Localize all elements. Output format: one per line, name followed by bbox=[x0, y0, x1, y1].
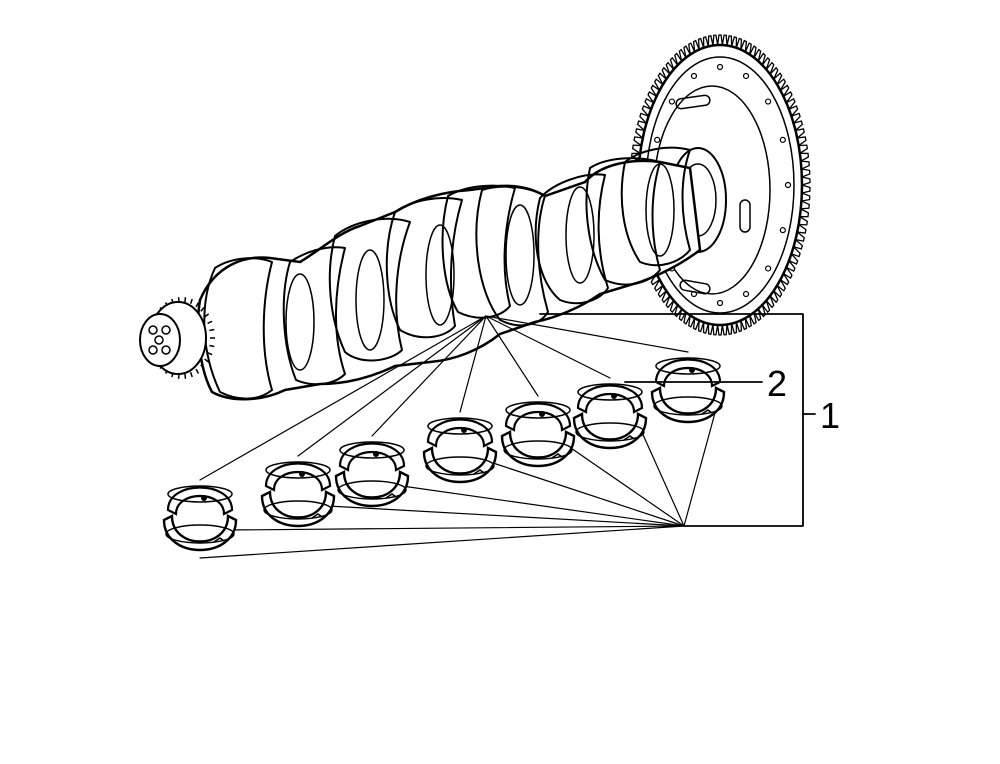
gear-tooth bbox=[735, 320, 743, 333]
leader-line bbox=[401, 485, 685, 527]
gear-tooth bbox=[707, 35, 714, 47]
gear-tooth bbox=[204, 313, 210, 318]
gear-tooth bbox=[712, 34, 719, 46]
gear-tooth bbox=[721, 34, 728, 46]
bolt-hole bbox=[742, 290, 750, 298]
leader-line bbox=[485, 315, 689, 353]
gear-tooth bbox=[200, 364, 205, 369]
bearing-shell bbox=[162, 485, 238, 552]
gear-tooth bbox=[726, 35, 733, 47]
gear-tooth bbox=[184, 373, 187, 379]
gear-tooth bbox=[800, 200, 810, 210]
leader-line bbox=[297, 315, 487, 457]
bearing-shell bbox=[422, 417, 498, 484]
callout-label-2: 2 bbox=[767, 363, 787, 404]
leader-line bbox=[639, 427, 685, 527]
leader-lines bbox=[199, 315, 719, 559]
leader-line bbox=[229, 525, 685, 531]
bolt-hole bbox=[742, 72, 750, 80]
gear-tooth bbox=[200, 307, 205, 312]
bolt-hole bbox=[779, 227, 786, 234]
gear-tooth bbox=[189, 372, 193, 378]
leader-line bbox=[489, 461, 685, 527]
leader-line bbox=[683, 401, 719, 527]
gear-tooth bbox=[721, 324, 728, 336]
crankshaft bbox=[139, 146, 702, 401]
gear-tooth bbox=[712, 324, 719, 336]
gear-tooth bbox=[799, 152, 810, 162]
gear-tooth bbox=[204, 358, 210, 363]
gear-tooth bbox=[195, 302, 200, 308]
gear-tooth bbox=[195, 368, 200, 374]
gear-tooth bbox=[209, 328, 215, 332]
gear-tooth bbox=[207, 320, 213, 325]
gear-tooth bbox=[702, 36, 709, 48]
gear-tooth bbox=[189, 298, 193, 304]
gear-tooth bbox=[800, 160, 810, 170]
gear-tooth bbox=[801, 176, 811, 186]
gear-tooth bbox=[801, 168, 811, 178]
gear-tooth bbox=[731, 36, 738, 48]
gear-tooth bbox=[801, 184, 811, 194]
bolt-hole bbox=[716, 63, 724, 71]
leader-line bbox=[199, 525, 685, 559]
leader-line bbox=[485, 315, 611, 379]
timing-gear bbox=[139, 297, 215, 379]
bolt-hole bbox=[716, 299, 724, 307]
gear-tooth bbox=[707, 323, 714, 335]
leader-line bbox=[485, 315, 539, 397]
gear-tooth bbox=[735, 37, 743, 50]
bolt-hole bbox=[668, 98, 676, 105]
gear-tooth bbox=[207, 351, 213, 356]
bolt-hole bbox=[764, 98, 772, 105]
leader-line bbox=[567, 445, 685, 527]
bearing-shell bbox=[260, 461, 336, 528]
bolt-hole bbox=[779, 136, 786, 143]
bolt-hole bbox=[764, 265, 772, 272]
leader-line bbox=[459, 315, 487, 413]
gear-tooth bbox=[799, 208, 810, 218]
gear-tooth bbox=[726, 323, 733, 335]
bearing-shell bbox=[572, 383, 648, 450]
callout-bracket bbox=[539, 313, 804, 527]
bolt-hole bbox=[690, 72, 698, 80]
bolt-hole bbox=[784, 181, 792, 189]
bearing-shell bbox=[650, 357, 726, 424]
gear-tooth bbox=[717, 34, 723, 46]
gear-tooth bbox=[209, 344, 215, 348]
callout-label-1: 1 bbox=[820, 395, 840, 436]
gear-tooth bbox=[801, 192, 811, 202]
gear-tooth bbox=[717, 324, 723, 336]
gear-tooth bbox=[697, 37, 705, 50]
leader-line bbox=[199, 315, 487, 481]
gear-tooth bbox=[702, 322, 709, 334]
main-bearing-shells bbox=[162, 357, 726, 552]
leader-line bbox=[371, 315, 487, 437]
gear-tooth bbox=[731, 322, 738, 334]
bolt-hole bbox=[654, 136, 661, 143]
bearing-shell bbox=[500, 401, 576, 468]
bearing-shell bbox=[334, 441, 410, 508]
gear-tooth bbox=[184, 297, 187, 303]
leader-line bbox=[327, 505, 685, 527]
gear-tooth bbox=[697, 320, 705, 333]
